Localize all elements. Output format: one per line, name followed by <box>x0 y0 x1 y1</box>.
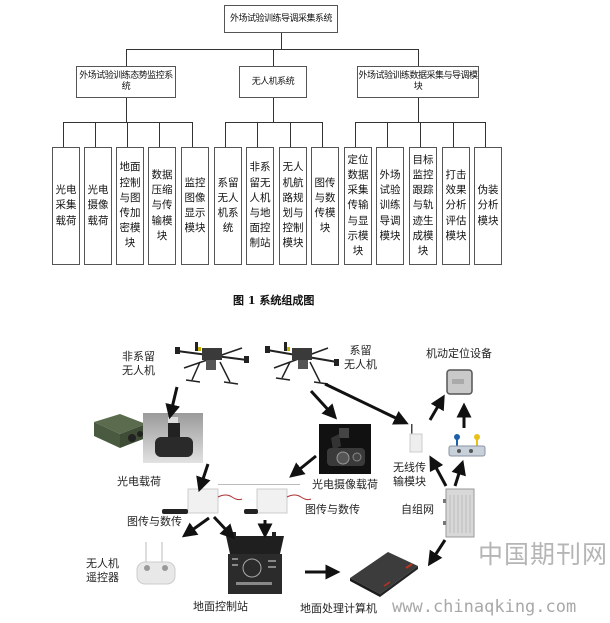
tree-leaf-label: 图传与数传模块 <box>314 176 336 235</box>
tree-connector <box>225 122 323 123</box>
tree-leaf-label: 目标监控跟踪与轨迹生成模块 <box>412 153 434 258</box>
tree-leaf-node: 数据压缩与传输模块 <box>148 147 176 265</box>
tree-leaf-label: 光电采集载荷 <box>55 184 77 227</box>
arrow-uav-to-eo-payload <box>165 386 181 420</box>
ad-hoc-network-device-image <box>443 488 475 538</box>
tree-connector <box>192 122 193 147</box>
tree-leaf-node: 光电摄像载荷 <box>84 147 112 265</box>
watermark-url: www.chinaqking.com <box>392 597 577 617</box>
tree-leaf-node: 非系留无人机与地面控制站 <box>246 147 274 265</box>
arrow-adhoc-to-base <box>451 459 466 487</box>
arrow-link-to-remote <box>181 516 210 538</box>
tree-leaf-label: 系留无人机系统 <box>217 176 239 235</box>
tree-leaf-node: 目标监控跟踪与轨迹生成模块 <box>409 147 437 265</box>
tree-connector <box>63 122 193 123</box>
tree-connector <box>225 122 226 147</box>
tree-leaf-node: 光电采集载荷 <box>52 147 80 265</box>
tree-leaf-label: 伪装分析模块 <box>477 184 499 227</box>
tree-connector <box>485 122 486 147</box>
tree-leaf-label: 光电摄像载荷 <box>87 184 109 227</box>
eo-camera-payload-image <box>319 424 371 474</box>
tree-connector <box>159 122 160 147</box>
tree-root-node: 外场试验训练导调采集系统 <box>224 5 338 33</box>
tree-connector <box>418 49 419 66</box>
mobile-positioning-device-image <box>446 369 473 395</box>
link-divider-line <box>218 484 300 485</box>
tree-leaf-node: 监控图像显示模块 <box>181 147 209 265</box>
arrow-eo-to-link <box>196 463 211 493</box>
tree-connector <box>95 122 96 147</box>
tree-connector <box>387 122 388 147</box>
label-ground-computer: 地面处理计算机 <box>300 602 377 615</box>
tree-connector <box>126 98 127 122</box>
tree-connector <box>281 33 282 49</box>
tree-leaf-node: 伪装分析模块 <box>474 147 502 265</box>
label-image-data-link-1: 图传与数传 <box>127 515 182 528</box>
tree-leaf-label: 地面控制与图传加密模块 <box>119 161 141 250</box>
tree-connector <box>418 98 419 122</box>
tree-connector <box>290 122 291 147</box>
label-non-tethered-uav: 非系留 无人机 <box>122 350 155 377</box>
label-ad-hoc-network: 自组网 <box>401 503 434 516</box>
arrow-tethered-to-wireless <box>324 382 409 425</box>
arrow-adhoc-to-computer <box>427 539 447 567</box>
label-wireless-module: 无线传 输模块 <box>393 461 426 488</box>
label-ground-station: 地面控制站 <box>193 600 248 613</box>
tree-connector <box>126 49 419 50</box>
label-eo-payload: 光电载荷 <box>117 475 161 488</box>
image-data-link-module-2 <box>244 488 312 514</box>
arrow-adhoc-to-wireless <box>429 455 448 487</box>
tree-leaf-label: 监控图像显示模块 <box>184 176 206 235</box>
tree-connector <box>273 98 274 122</box>
label-uav-remote: 无人机 遥控器 <box>86 557 119 584</box>
tree-leaf-label: 外场试验训练导调模块 <box>379 168 401 242</box>
tree-leaf-node: 无人机航路规划与控制模块 <box>279 147 307 265</box>
positioning-base-unit-image <box>448 434 486 457</box>
tree-leaf-node: 打击效果分析评估模块 <box>442 147 470 265</box>
tree-connector <box>63 122 64 147</box>
tree-group-monitoring: 外场试验训练态势监控系统 <box>76 66 176 98</box>
tree-leaf-node: 定位数据采集传输与显示模块 <box>344 147 372 265</box>
tree-connector <box>322 122 323 147</box>
arrow-wireless-to-positioning <box>428 394 445 421</box>
watermark-cn: 中国期刊网 <box>478 540 609 569</box>
label-image-data-link-2: 图传与数传 <box>305 503 360 516</box>
tree-leaf-label: 非系留无人机与地面控制站 <box>249 161 271 250</box>
tree-leaf-node: 地面控制与图传加密模块 <box>116 147 144 265</box>
label-eo-camera-payload: 光电摄像载荷 <box>312 478 378 491</box>
tree-leaf-label: 数据压缩与传输模块 <box>151 168 173 242</box>
tree-connector <box>453 122 454 147</box>
label-mobile-positioning: 机动定位设备 <box>426 347 492 360</box>
eo-gimbal-image <box>143 413 203 463</box>
tethered-uav-image <box>265 342 339 385</box>
ground-processing-computer-image <box>350 552 418 597</box>
tree-connector <box>257 122 258 147</box>
tree-leaf-label: 定位数据采集传输与显示模块 <box>347 153 369 258</box>
figure-caption: 图 1 系统组成图 <box>233 294 315 307</box>
label-tethered-uav: 系留 无人机 <box>344 344 377 371</box>
tree-group-uav: 无人机系统 <box>239 66 307 98</box>
arrow-tethered-to-camera <box>309 389 338 420</box>
uav-remote-controller-image <box>136 542 176 585</box>
tree-connector <box>126 49 127 66</box>
arrow-link-to-station <box>212 515 236 540</box>
tree-leaf-node: 外场试验训练导调模块 <box>376 147 404 265</box>
eo-payload-box-image <box>94 414 146 448</box>
tree-leaf-node: 系留无人机系统 <box>214 147 242 265</box>
tree-leaf-node: 图传与数传模块 <box>311 147 339 265</box>
tree-connector <box>355 122 356 147</box>
arrow-camera-to-link <box>289 454 317 478</box>
tree-connector <box>273 49 274 66</box>
tree-leaf-label: 打击效果分析评估模块 <box>445 168 467 242</box>
tree-connector <box>127 122 128 147</box>
tree-leaf-label: 无人机航路规划与控制模块 <box>282 161 304 250</box>
tree-connector <box>420 122 421 147</box>
wireless-module-image <box>409 424 423 453</box>
tree-group-data-collection: 外场试验训练数据采集与导调模块 <box>357 66 479 98</box>
ground-control-station-image <box>226 532 284 594</box>
non-tethered-uav-image <box>175 342 249 385</box>
